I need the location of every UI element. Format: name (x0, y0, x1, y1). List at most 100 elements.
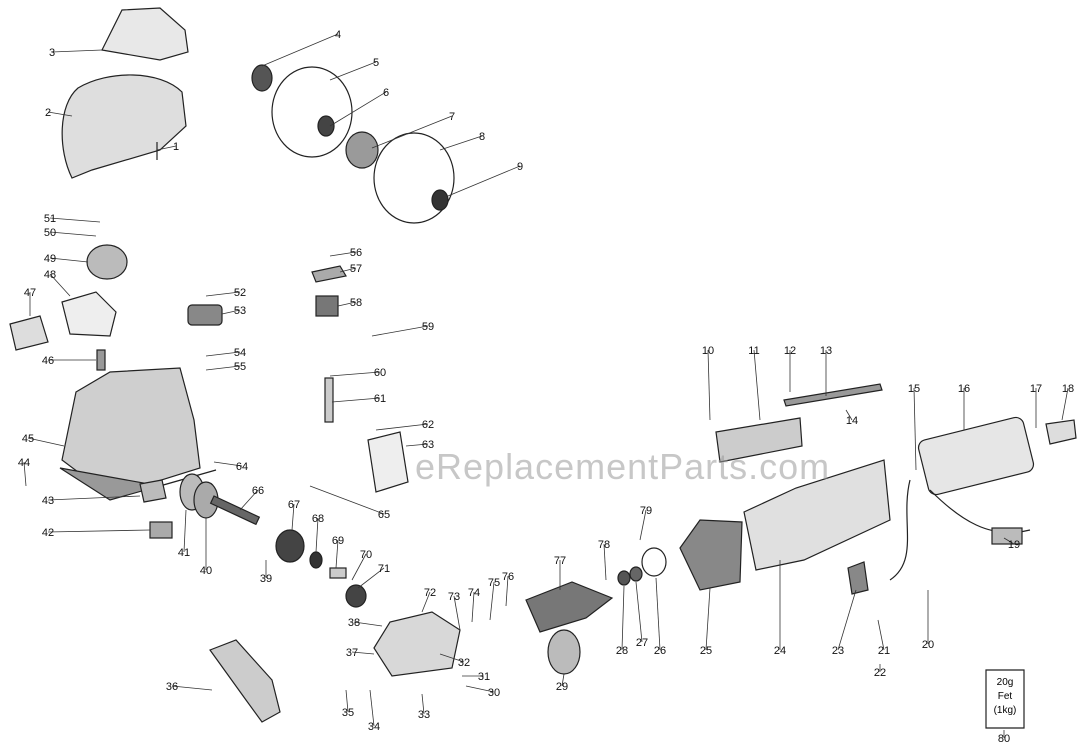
part-label-43: 43 (42, 495, 54, 507)
leader-line-48 (49, 273, 71, 297)
leader-line-7 (371, 115, 453, 149)
part-label-58: 58 (350, 297, 362, 309)
part-label-69: 69 (332, 535, 344, 547)
part-label-25: 25 (700, 645, 712, 657)
leader-line-62 (375, 423, 429, 431)
leader-line-26 (655, 577, 661, 651)
gear-housing-part-37 (373, 611, 461, 677)
part-label-23: 23 (832, 645, 844, 657)
part-label-33: 33 (418, 709, 430, 721)
leader-line-59 (371, 325, 429, 337)
seal-part-68 (309, 551, 323, 569)
leader-line-28 (621, 585, 625, 651)
part-label-22: 22 (874, 667, 886, 679)
leader-line-6 (329, 91, 387, 127)
knob-part-43 (139, 479, 167, 503)
leader-line-33 (421, 693, 425, 715)
part-label-35: 35 (342, 707, 354, 719)
part-label-77: 77 (554, 555, 566, 567)
upper-guard-part-3 (101, 7, 189, 61)
base-plate-part-45b (59, 467, 217, 501)
part-label-39: 39 (260, 573, 272, 585)
pin-part-46 (96, 349, 106, 371)
part-label-50: 50 (44, 227, 56, 239)
part-label-10: 10 (702, 345, 714, 357)
watermark-text: eReplacementParts.com (415, 446, 831, 487)
part-label-61: 61 (374, 393, 386, 405)
leader-line-21 (877, 619, 885, 651)
leader-line-23 (837, 589, 857, 651)
leader-line-50 (49, 231, 97, 237)
part-label-11: 11 (748, 345, 759, 357)
leader-line-5 (329, 61, 377, 81)
leader-line-10 (707, 349, 711, 421)
part-label-31: 31 (478, 671, 490, 683)
leader-line-34 (369, 689, 375, 727)
leader-line-67 (291, 503, 295, 531)
leader-line-18 (1061, 387, 1069, 421)
flange-part-4 (251, 64, 273, 92)
leader-line-43 (47, 495, 141, 501)
leader-line-55 (205, 365, 241, 371)
leader-line-57 (339, 267, 357, 273)
leader-line-53 (221, 309, 241, 315)
cap-part-49 (86, 244, 128, 280)
block-part-53 (187, 304, 223, 326)
part-label-44: 44 (18, 457, 30, 469)
part-label-29: 29 (556, 681, 568, 693)
leader-line-51 (49, 217, 101, 223)
part-label-24: 24 (774, 645, 786, 657)
part-label-52: 52 (234, 287, 246, 299)
blade-part-8 (373, 132, 455, 224)
part-label-40: 40 (200, 565, 212, 577)
leader-line-30 (465, 685, 495, 693)
leader-line-8 (439, 135, 483, 151)
switch-part-23 (847, 561, 869, 595)
part-label-47: 47 (24, 287, 36, 299)
bearing-part-71 (345, 584, 367, 608)
part-label-73: 73 (448, 591, 460, 603)
part-label-2: 2 (45, 107, 51, 119)
part-label-70: 70 (360, 549, 372, 561)
leader-line-52 (205, 291, 241, 297)
part-label-66: 66 (252, 485, 264, 497)
switch-part-58 (315, 295, 339, 317)
leader-line-64 (213, 461, 243, 467)
part-label-16: 16 (958, 383, 970, 395)
leader-line-38 (353, 621, 383, 627)
bearing-part-28 (617, 570, 631, 586)
frame-part-11 (715, 417, 803, 463)
handle-part-36 (209, 639, 281, 723)
bracket-part-13 (783, 383, 883, 407)
leader-line-63 (405, 443, 429, 447)
part-label-57: 57 (350, 263, 362, 275)
plug-head-part-19b (991, 527, 1023, 545)
leader-line-76 (505, 575, 509, 607)
leader-line-58 (337, 301, 357, 307)
part-label-62: 62 (422, 419, 434, 431)
part-label-55: 55 (234, 361, 246, 373)
leader-line-71 (357, 567, 385, 589)
leader-line-3 (51, 49, 103, 53)
leader-line-45 (27, 437, 65, 447)
leader-line-73 (453, 595, 461, 631)
part-label-34: 34 (368, 721, 380, 733)
leader-line-37 (351, 651, 375, 655)
leader-line-32 (439, 653, 465, 663)
part-label-3: 3 (49, 47, 55, 59)
part-label-56: 56 (350, 247, 362, 259)
leader-line-25 (705, 587, 711, 651)
washer-part-26 (641, 547, 667, 577)
leader-line-56 (329, 251, 357, 257)
blade-part-5 (271, 66, 353, 158)
spindle-part-66 (209, 495, 261, 526)
bearing-part-67 (275, 529, 305, 563)
grease-can-part-80 (985, 669, 1025, 729)
leader-line-15 (913, 387, 917, 471)
part-label-68: 68 (312, 513, 324, 525)
flange-part-6 (317, 115, 335, 137)
bushing-part-69 (329, 567, 347, 579)
part-label-28: 28 (616, 645, 628, 657)
